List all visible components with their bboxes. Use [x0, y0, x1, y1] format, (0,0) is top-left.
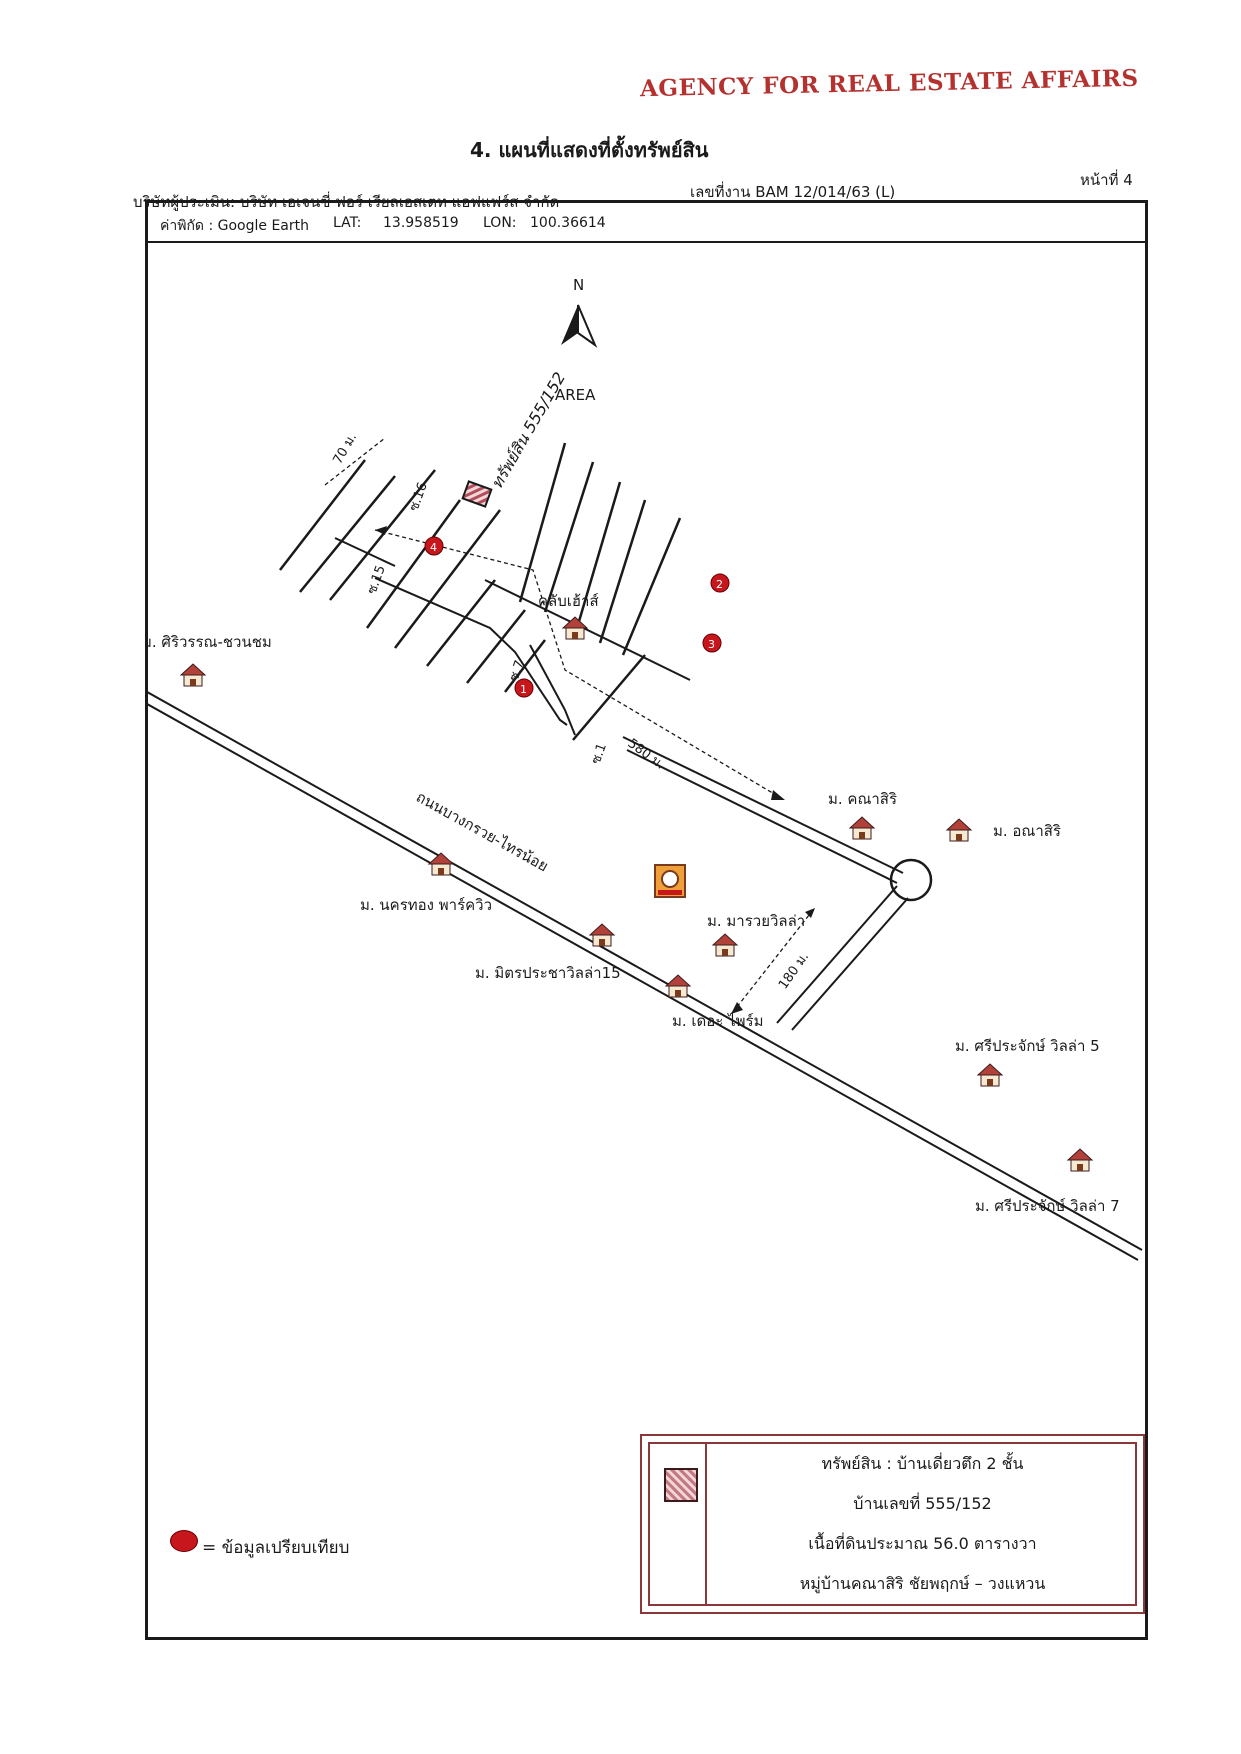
legend-asset-type: ทรัพย์สิน : บ้านเดี่ยวตึก 2 ชั้น	[821, 1454, 1024, 1473]
soi-15-label: ซ.15	[365, 564, 389, 597]
sriprachak7-house-icon	[1067, 1148, 1093, 1172]
coord-source: ค่าพิกัด : Google Earth	[160, 218, 310, 234]
theprime-house-icon	[665, 974, 691, 998]
comparable-key-dot	[170, 1530, 198, 1552]
job-number: เลขที่งาน BAM 12/014/63 (L)	[690, 183, 896, 201]
siriwan-label: ม. ศิริวรรณ-ชวนชม	[145, 633, 272, 651]
khanasiri-house-icon	[849, 816, 875, 840]
main-road	[145, 689, 1143, 1261]
legend-house-no: บ้านเลขที่ 555/152	[853, 1494, 992, 1513]
lat-label: LAT:	[333, 215, 362, 231]
mitpracha-label: ม. มิตรประชาวิลล่า15	[475, 964, 621, 982]
compass-area: AREA	[555, 386, 596, 404]
arrow-heads	[375, 526, 815, 1014]
comparable-key-label: = ข้อมูลเปรียบเทียบ	[202, 1538, 350, 1558]
page-number: หน้าที่ 4	[1080, 171, 1133, 189]
compass-n: N	[573, 276, 584, 294]
dimension-lines	[324, 437, 814, 1013]
nakhonthong-label: ม. นครทอง พาร์ควิว	[360, 896, 492, 914]
page-title: 4. แผนที่แสดงที่ตั้งทรัพย์สิน	[470, 138, 709, 162]
legend-village: หมู่บ้านคณาสิริ ชัยพฤกษ์ – วงแหวน	[799, 1574, 1046, 1593]
svg-text:3: 3	[708, 638, 715, 651]
comparable-pin-4: 4	[424, 536, 444, 556]
map-frame: ค่าพิกัด : Google Earth LAT: 13.958519 L…	[145, 200, 1148, 1640]
maruai-label: ม. มารวยวิลล่า	[707, 912, 805, 930]
comparable-pin-2: 2	[710, 573, 730, 593]
maruai-house-icon	[712, 933, 738, 957]
khanasiri-label: ม. คณาสิริ	[828, 790, 897, 808]
lon-label: LON:	[483, 215, 517, 231]
lon-value: 100.36614	[530, 215, 606, 231]
property-swatch	[664, 1468, 698, 1502]
comparable-pin-3: 3	[702, 633, 722, 653]
soi-7-label: ซ.7	[507, 658, 528, 683]
anasiri-house-icon	[946, 818, 972, 842]
clubhouse-label: คลับเฮ้าส์	[538, 592, 599, 610]
coordinate-row: ค่าพิกัด : Google Earth LAT: 13.958519 L…	[148, 203, 1145, 243]
access-road	[622, 736, 933, 1031]
soi-streets	[279, 442, 682, 741]
soi-16-label: ซ.16	[407, 481, 431, 514]
dist-180-label: 180 ม.	[776, 950, 812, 993]
soi-1-label: ซ.1	[589, 741, 610, 766]
svg-text:4: 4	[430, 541, 437, 554]
anasiri-label: ม. อณาสิริ	[993, 822, 1061, 840]
agency-name: AGENCY FOR REAL ESTATE AFFAIRS	[639, 64, 1139, 103]
subject-property-marker	[461, 480, 493, 508]
lat-value: 13.958519	[383, 215, 459, 231]
village-street	[334, 537, 691, 736]
siriwan-house-icon	[180, 663, 206, 687]
location-map: N AREA ถนนบางกรวย-ไทรน้อย	[145, 276, 1143, 1261]
svg-text:1: 1	[520, 683, 527, 696]
comparable-pin-1: 1	[514, 678, 534, 698]
gas-station-icon	[654, 864, 686, 898]
sriprachak7-label: ม. ศรีประจักษ์ วิลล่า 7	[975, 1197, 1120, 1215]
legend-land-area: เนื้อที่ดินประมาณ 56.0 ตารางวา	[808, 1534, 1037, 1553]
mitpracha-house-icon	[589, 923, 615, 947]
sriprachak5-label: ม. ศรีประจักษ์ วิลล่า 5	[955, 1037, 1100, 1055]
svg-text:2: 2	[716, 578, 723, 591]
sriprachak5-house-icon	[977, 1063, 1003, 1087]
theprime-label: ม. เดอะ ไพร์ม	[672, 1012, 764, 1030]
property-legend: ทรัพย์สิน : บ้านเดี่ยวตึก 2 ชั้น บ้านเลข…	[640, 1434, 1145, 1614]
compass-north-arrow: N AREA	[555, 276, 598, 404]
nakhonthong-house-icon	[428, 852, 454, 876]
